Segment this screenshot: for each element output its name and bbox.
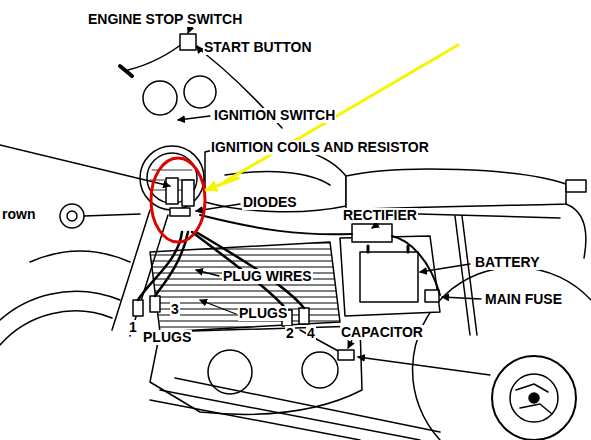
grip <box>120 66 132 76</box>
tail-light <box>566 180 586 192</box>
speedometer <box>143 81 177 115</box>
cam <box>529 393 539 403</box>
horn <box>60 204 84 228</box>
ignition-coil <box>166 178 178 204</box>
leader-arrow <box>348 340 352 348</box>
main-fuse <box>425 290 439 302</box>
battery <box>360 252 418 302</box>
wiring-harness <box>200 215 352 234</box>
horn-bracket <box>84 214 140 216</box>
leader-arrow <box>420 264 470 272</box>
inset-circle <box>492 356 576 440</box>
seat <box>346 169 566 210</box>
front-wheel-rim <box>0 311 112 345</box>
part-label: IGNITION SWITCH <box>213 108 336 123</box>
switch-housing <box>180 34 196 50</box>
leader-arrow <box>442 297 481 299</box>
part-label: CAPACITOR <box>340 325 424 340</box>
leader-arrow <box>197 46 200 50</box>
leader-arrow <box>200 300 236 314</box>
highlight-ellipse <box>151 158 205 242</box>
callout-number: 1 <box>128 320 138 335</box>
part-label: START BUTTON <box>203 40 313 55</box>
leader-arrow <box>188 28 190 33</box>
exhaust-pipes <box>150 378 440 440</box>
part-label: ENGINE STOP SWITCH <box>87 12 243 27</box>
capacitor <box>338 350 354 360</box>
rectifier <box>352 224 392 242</box>
leader-arrow <box>196 270 219 276</box>
plug-cap <box>133 300 143 316</box>
side-cover <box>340 236 440 316</box>
leader-arrow <box>358 357 490 375</box>
contact-breaker-plate <box>510 374 558 422</box>
cylinder-block <box>150 242 340 332</box>
part-label: PLUGS <box>142 330 192 345</box>
ignition-coil <box>182 180 194 206</box>
leader-arrow <box>0 145 170 186</box>
callout-number: 4 <box>306 326 316 341</box>
tachometer <box>184 76 216 108</box>
callout-number: 2 <box>285 326 295 341</box>
part-label: BATTERY <box>474 255 541 270</box>
part-label: rown <box>1 207 36 222</box>
part-label: MAIN FUSE <box>484 292 563 307</box>
diodes <box>170 208 190 216</box>
points-cover <box>302 352 338 388</box>
battery-terminals <box>368 246 408 252</box>
part-label: PLUGS <box>238 306 288 321</box>
engine-cover <box>208 350 252 394</box>
leader-arrow <box>372 224 378 228</box>
part-label: RECTIFIER <box>342 208 418 223</box>
part-label: DIODES <box>242 195 298 210</box>
plug-cap <box>299 308 309 324</box>
callout-number: 3 <box>170 302 180 317</box>
leader-arrow <box>196 204 240 211</box>
leader-arrow <box>178 116 210 120</box>
contact-points <box>516 384 552 414</box>
wiring-harness <box>392 236 440 295</box>
part-label: PLUG WIRES <box>222 269 313 284</box>
highlight-arrow <box>206 178 238 190</box>
plug-cap <box>150 296 160 312</box>
front-wheel <box>0 291 120 330</box>
part-label: IGNITION COILS AND RESISTOR <box>210 140 430 155</box>
front-fender <box>30 251 130 262</box>
rear-fender <box>566 204 586 258</box>
horn-center <box>67 211 77 221</box>
